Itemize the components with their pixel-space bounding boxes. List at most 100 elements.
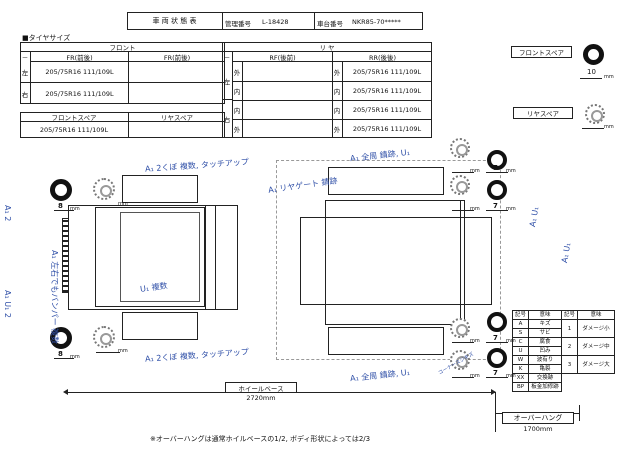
tread-front-right-line (54, 358, 74, 359)
legend-code: A (511, 319, 530, 329)
tread-rear-right-inner: 7 (493, 334, 498, 342)
overhang-value: 1700mm (523, 425, 553, 433)
spare-tire-table (20, 112, 225, 138)
rear-spare-header: リヤスペア (128, 112, 225, 122)
note-left-edge-2: A₁ U₁ 2 (3, 290, 12, 318)
rear-rr-l-inner: 内 (333, 87, 341, 96)
tread-rli-unit: mm (506, 206, 516, 212)
overhang-tick-right (579, 405, 580, 421)
tire-rear-left-inner-dotted-icon (450, 175, 470, 195)
page-title: 車 両 状 態 表 (152, 17, 197, 25)
legend-level: 3 (561, 355, 579, 374)
rear-spare-empty (128, 122, 225, 138)
cargo-bottom-outline (328, 327, 444, 355)
footnote: ※オーバーハングは通常ホイルベースの1/2, ボディ形状によっては2/3 (150, 435, 371, 443)
tread-front-left-line (54, 210, 74, 211)
rear-dash: － (223, 54, 231, 62)
legend-code: W (511, 355, 530, 365)
legend-row: BP 板金加修跡 (511, 382, 615, 392)
cab-top-outline (122, 175, 198, 203)
tread-rear-left-inner: 7 (493, 202, 498, 210)
legend-code: K (511, 364, 530, 374)
rear-grid-h2 (232, 100, 432, 101)
rear-header: リ ヤ (222, 42, 432, 52)
header-divider-2 (314, 12, 315, 30)
tire-rear-right-inner-dotted-icon (450, 318, 470, 338)
note-cab-left-vertical: A₁ 左右でもバンパー 複数 (50, 250, 59, 345)
rear-rr-r-inner-size: 205/75R16 111/109L (352, 105, 422, 114)
legend-meaning: 凹み (528, 346, 563, 356)
tread-rear-left-outer: 7 (493, 164, 498, 172)
cab-seat-panel (120, 212, 200, 302)
rear-rr-l-outer-size: 205/75R16 111/109L (352, 67, 422, 76)
front-header: フロント (20, 42, 225, 52)
tread-rri-dotted-line (452, 342, 474, 343)
cargo-top-outline (328, 167, 444, 195)
note-cargo-right-1: A₁ U₁ (528, 206, 541, 228)
tread-rro-dotted-line (452, 377, 474, 378)
rear-rf-r-outer: 外 (233, 125, 241, 134)
note-left-edge-1: A₁ 2 (3, 205, 12, 222)
cab-inner-panel (95, 207, 205, 307)
header-bar (127, 12, 423, 30)
header-divider-1 (222, 12, 223, 30)
rear-rr-header: RR(後後) (332, 52, 432, 62)
tire-rear-right-outer-icon (487, 348, 507, 368)
rear-tire-table (222, 42, 432, 138)
front-spare-header: フロントスペア (20, 112, 128, 122)
tire-rear-right-outer-dotted-icon (450, 350, 470, 370)
front-spare-depth-line (580, 78, 602, 79)
front-spare-box: フロントスペア (511, 46, 572, 58)
tread-front-right-unit: mm (70, 354, 80, 360)
tread-rlo-unit: mm (506, 168, 516, 174)
front-right-empty (128, 83, 225, 104)
legend-header-code-2: 記号 (561, 310, 579, 320)
rear-rf-l-inner: 内 (233, 87, 241, 96)
legend-header-meaning: 意味 (528, 310, 563, 320)
tread-fl-dotted-unit: mm (118, 201, 128, 207)
rear-grid-h3 (232, 119, 432, 120)
rear-spare-tire-icon (585, 104, 605, 124)
legend-meaning: キズ (528, 319, 563, 329)
tire-front-right-icon (50, 327, 72, 349)
rear-rf-header: RF(後前) (232, 52, 332, 62)
tread-fl-dotted-line (96, 205, 120, 206)
rear-rr-r-inner: 内 (333, 106, 341, 115)
tread-front-left-unit: mm (70, 206, 80, 212)
wheelbase-arrow-right (491, 389, 496, 395)
front-right-size: 205/75R16 111/109L (30, 83, 128, 104)
tread-rli-line (486, 210, 508, 211)
rear-rf-l-outer: 外 (233, 68, 241, 77)
rear-left-label: 左 (222, 62, 232, 100)
rear-rr-r-outer: 外 (333, 125, 341, 134)
tread-rri-unit: mm (506, 338, 516, 344)
tread-rro-unit: mm (506, 373, 516, 379)
legend-level: 1 (561, 319, 579, 338)
tire-rear-left-outer-icon (487, 150, 507, 170)
legend-header-meaning-2: 意味 (577, 310, 616, 320)
legend-code: BP (511, 382, 530, 392)
overhang-tick-left (495, 392, 496, 432)
tire-front-right-dotted-icon (93, 326, 115, 348)
cab-side-line-2 (215, 205, 216, 310)
tread-rli-dotted-unit: mm (470, 206, 480, 212)
tire-section-title: ■タイヤサイズ (22, 34, 71, 42)
legend-level-meaning: ダメージ小 (577, 319, 616, 338)
cargo-side-line (460, 200, 461, 325)
tread-front-left: 8 (58, 202, 63, 210)
rear-spare-depth-line (582, 128, 604, 129)
legend-meaning: 交換跡 (528, 373, 563, 383)
damage-legend-table: 記号 意味 記号 意味 A キズ 1 ダメージ小 S サビ C 腐食 2 ダメー… (511, 310, 616, 392)
front-left-empty (128, 62, 225, 83)
tire-rear-right-inner-icon (487, 312, 507, 332)
overhang-label: オーバーハング (502, 412, 574, 424)
tread-rri-dotted-unit: mm (470, 338, 480, 344)
legend-meaning: 亀裂 (528, 364, 563, 374)
mgmt-label: 管理番号 (225, 20, 251, 28)
legend-header-code: 記号 (511, 310, 530, 320)
wheelbase-arrow-left (63, 389, 68, 395)
rear-rr-l-inner-size: 205/75R16 111/109L (352, 86, 422, 95)
legend-code: S (511, 328, 530, 338)
note-cargo-right-2: A₁ U₁ (560, 242, 573, 264)
rear-rf-r-inner: 内 (233, 106, 241, 115)
